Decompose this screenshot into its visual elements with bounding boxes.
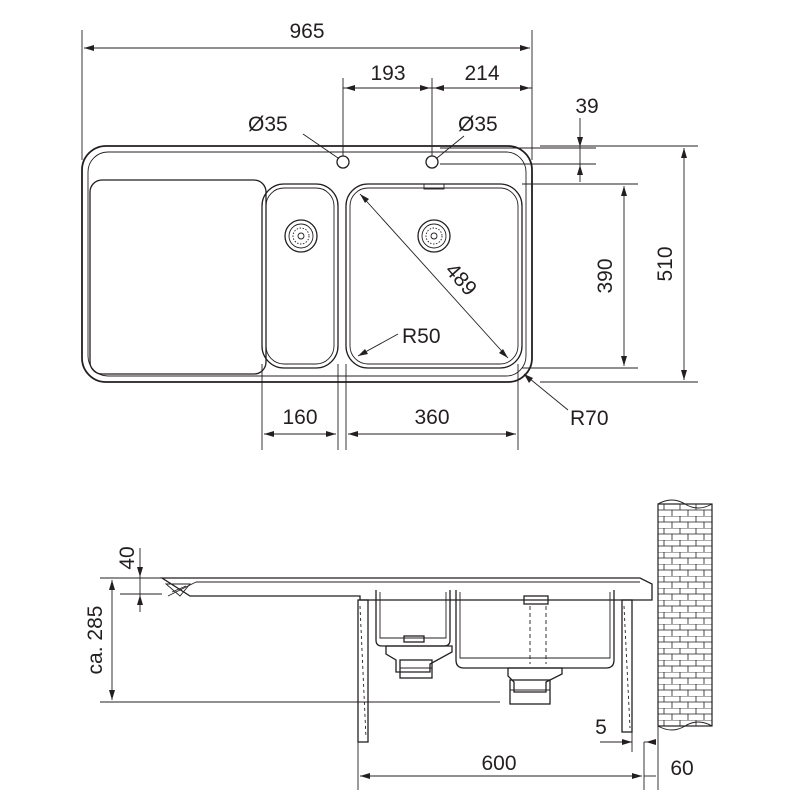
sink-outer-rim	[81, 145, 533, 383]
wall-thickness-label: 60	[670, 757, 693, 780]
tap-right-diameter-label: Ø35	[458, 113, 498, 136]
cabinet-depth-label: 600	[481, 752, 516, 775]
bowl-height-label: ca. 285	[84, 606, 107, 675]
tap-right-offset-label: 214	[464, 62, 499, 85]
tap-hole-left-icon	[336, 155, 350, 169]
rim-height-label: 40	[116, 546, 139, 569]
small-drain-assembly-icon	[385, 635, 453, 679]
overall-depth-label: 510	[654, 246, 677, 281]
worktop-section	[159, 577, 653, 601]
large-drain-assembly-icon	[507, 667, 563, 705]
large-bowl-width-label: 360	[414, 406, 449, 429]
wall-gap-label: 5	[595, 716, 607, 739]
outer-radius-label: R70	[570, 407, 609, 430]
bowl-radius-label: R50	[402, 325, 441, 348]
large-bowl-inner	[349, 187, 519, 365]
small-bowl-drain-icon	[284, 219, 318, 253]
tap-left-offset-label: 193	[370, 62, 405, 85]
tap-hole-right-icon	[425, 155, 439, 169]
bowl-diagonal-label: 489	[441, 259, 482, 300]
cabinet-front-panel	[357, 599, 369, 743]
bowl-depth-label: 390	[594, 258, 617, 293]
large-bowl-section	[455, 590, 615, 669]
small-bowl-width-label: 160	[282, 406, 317, 429]
brick-wall-icon	[657, 503, 713, 727]
overflow-slot	[423, 183, 445, 190]
overflow-assembly-icon	[523, 595, 549, 664]
tap-depth-label: 39	[575, 95, 598, 118]
small-bowl-inner	[265, 187, 335, 365]
sink-inner-rim	[87, 151, 527, 377]
large-bowl-drain-icon	[417, 219, 451, 253]
overall-width-label: 965	[289, 20, 324, 43]
small-bowl-outline	[261, 183, 339, 369]
tap-left-diameter-label: Ø35	[248, 113, 288, 136]
top-view: 965 193 214 Ø35 Ø35 39 390	[81, 20, 698, 450]
cabinet-back-panel	[621, 599, 633, 733]
drainer-area	[89, 179, 267, 375]
side-view: 40 ca. 285 600 5 60	[84, 499, 713, 790]
